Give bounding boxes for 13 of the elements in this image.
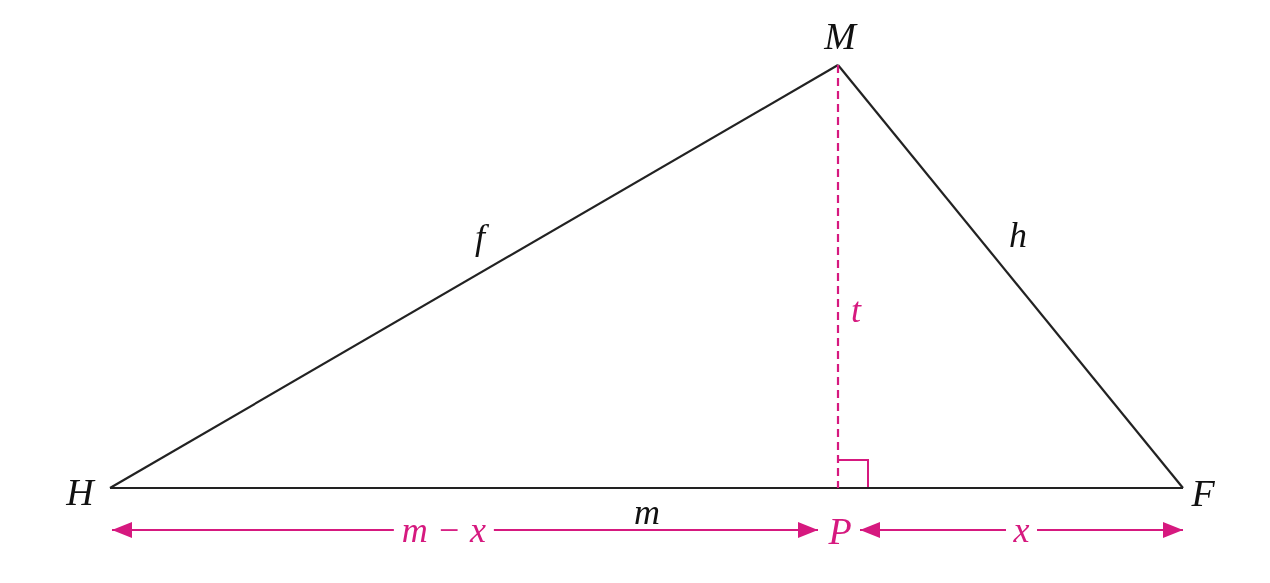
edge-label: t <box>850 292 863 328</box>
vertex-label: M <box>824 17 856 55</box>
triangle-side <box>837 64 1184 489</box>
edge-label: h <box>1008 217 1028 253</box>
edge-label: f <box>471 219 489 255</box>
vertex-label: F <box>1191 474 1215 512</box>
dashed-line <box>836 65 840 488</box>
edge-label: m <box>633 494 661 530</box>
triangle-side <box>109 64 839 489</box>
vertex-label: H <box>66 473 94 511</box>
triangle-side <box>110 486 1183 490</box>
double-arrow <box>860 522 1183 538</box>
vertex-label: P <box>828 512 852 550</box>
